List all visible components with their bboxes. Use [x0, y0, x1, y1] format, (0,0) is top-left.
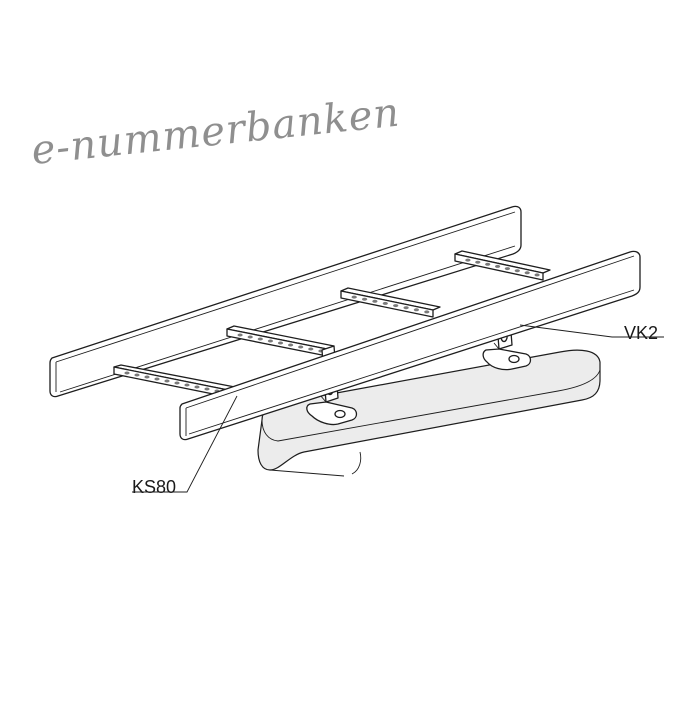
rung-slot — [424, 310, 430, 314]
rung-slot — [362, 297, 368, 301]
rung-slot — [403, 306, 409, 310]
rung-slot — [308, 347, 314, 351]
rung-slot — [124, 371, 130, 375]
rung-slot — [514, 269, 520, 273]
rung-slot — [534, 273, 540, 277]
rung-slot — [298, 345, 304, 349]
rung-slot — [288, 343, 294, 347]
rung-slot — [504, 267, 510, 271]
rung-slot — [351, 295, 357, 299]
rung — [226, 325, 335, 357]
rung-slot — [277, 341, 284, 345]
rung-slot — [237, 333, 243, 337]
rung-slot — [154, 377, 160, 381]
rung-slot — [524, 271, 530, 275]
callout-label-vk2: VK2 — [624, 323, 659, 343]
rung-slot — [204, 387, 210, 391]
rung-slot — [134, 373, 140, 377]
rung-slot — [174, 381, 180, 385]
callout-label-ks80: KS80 — [132, 477, 177, 497]
rung-slot — [495, 264, 501, 268]
rung-slot — [257, 337, 263, 341]
rung-slot — [475, 260, 481, 264]
rung-slot — [184, 383, 190, 387]
rung-slot — [372, 299, 378, 303]
front-side-rail — [179, 250, 641, 441]
leader-lines — [132, 324, 664, 493]
rung — [340, 287, 441, 318]
rung — [454, 250, 551, 281]
rung-slot — [485, 262, 491, 266]
rung-slot — [465, 258, 471, 262]
rung-slot — [144, 375, 150, 379]
back-side-rail — [49, 205, 522, 398]
rung-slot — [413, 308, 419, 312]
rung-slot — [393, 304, 399, 308]
rung-slot — [267, 339, 273, 343]
rung-slot — [194, 385, 200, 389]
rung-slot — [247, 335, 253, 339]
rung-slot — [164, 379, 170, 383]
rung-slot — [382, 301, 388, 305]
